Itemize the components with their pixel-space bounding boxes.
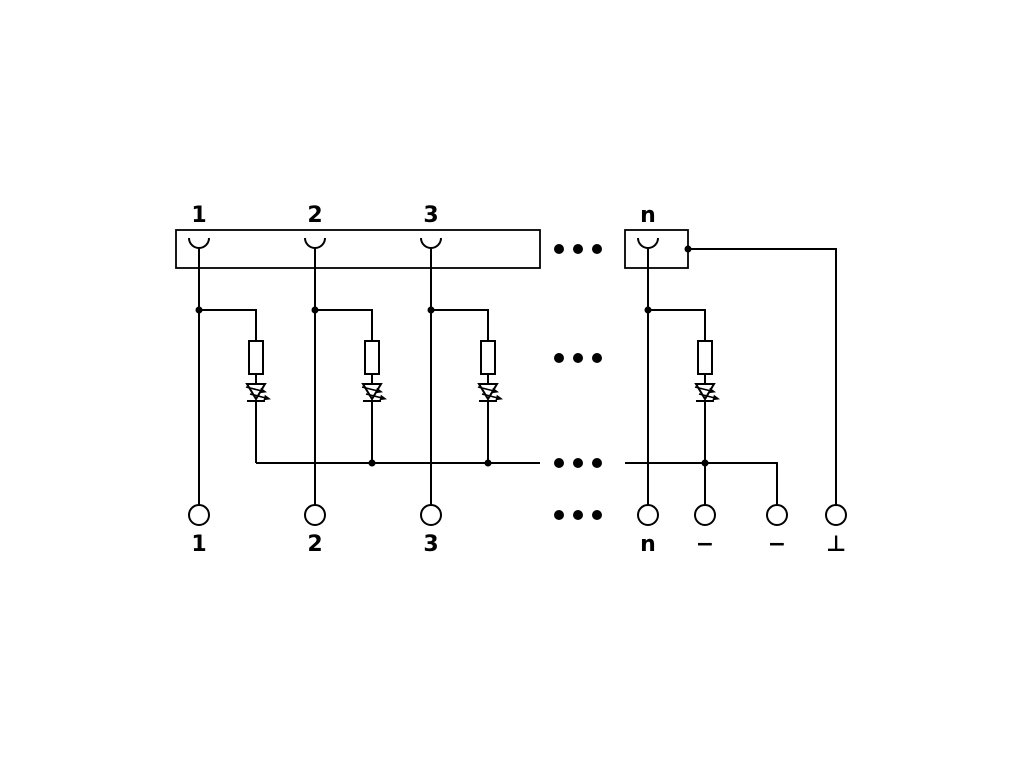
branch-wire [648, 309, 706, 341]
socket-icon [637, 237, 659, 249]
terminal-circle [420, 504, 442, 526]
top-label-chn: n [640, 203, 656, 228]
bottom-label-ch3: 3 [423, 532, 438, 557]
bottom-label-minus-2: − [768, 532, 786, 557]
led-arrows-icon [245, 386, 271, 401]
terminal-circle [188, 504, 210, 526]
channel-3 [420, 237, 503, 526]
ellipsis-dots-bus-row [554, 458, 602, 468]
terminal-strip-right [624, 229, 689, 269]
led-arrows-icon [694, 386, 720, 401]
junction-dot [684, 245, 692, 253]
resistor-icon [480, 340, 496, 375]
branch-wire [315, 309, 373, 341]
top-label-ch3: 3 [423, 203, 438, 228]
bottom-label-ground: ⊥ [826, 532, 846, 557]
ellipsis-dots-resistor-row [554, 353, 602, 363]
resistor-icon [248, 340, 264, 375]
led-arrows-icon [477, 386, 503, 401]
ellipsis-dots-terminal-row [554, 510, 602, 520]
terminal-circle-ground [825, 504, 847, 526]
channel-1 [188, 237, 271, 526]
terminal-circle-minus-1 [694, 504, 716, 526]
socket-icon [304, 237, 326, 249]
bottom-label-ch2: 2 [307, 532, 322, 557]
channel-2 [304, 237, 387, 526]
top-label-ch2: 2 [307, 203, 322, 228]
resistor-icon [364, 340, 380, 375]
terminal-strip-left [175, 229, 541, 269]
junction-dot [484, 459, 492, 467]
junction-dot [368, 459, 376, 467]
socket-icon [420, 237, 442, 249]
bottom-label-minus-1: − [696, 532, 714, 557]
branch-wire [199, 309, 257, 341]
channel-n [637, 237, 720, 526]
led-arrows-icon [361, 386, 387, 401]
bottom-label-ch1: 1 [191, 532, 206, 557]
ground-wire [688, 248, 837, 505]
terminal-circle-minus-2 [766, 504, 788, 526]
socket-icon [188, 237, 210, 249]
branch-wire [431, 309, 489, 341]
resistor-icon [697, 340, 713, 375]
terminal-circle [637, 504, 659, 526]
ellipsis-dots-top-row [554, 244, 602, 254]
terminal-circle [304, 504, 326, 526]
common-bus-right [625, 462, 778, 505]
bottom-label-chn: n [640, 532, 656, 557]
top-label-ch1: 1 [191, 203, 206, 228]
